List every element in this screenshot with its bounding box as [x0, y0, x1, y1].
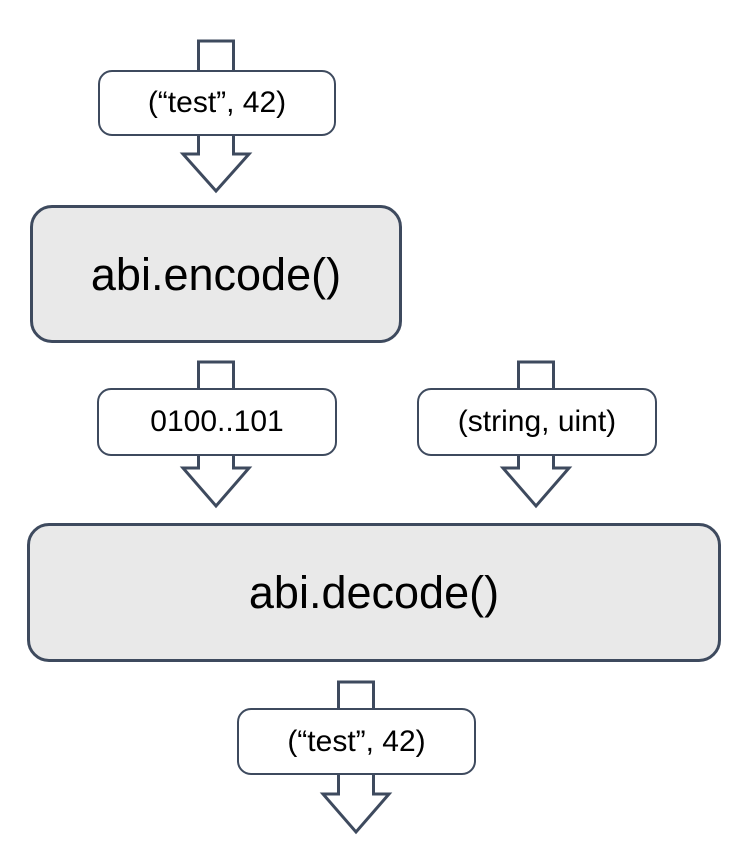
node-type-tuple-label: (string, uint): [457, 405, 617, 438]
node-output-tuple: (“test”, 42): [237, 708, 476, 775]
node-input-tuple-label: (“test”, 42): [147, 86, 287, 119]
node-output-tuple-label: (“test”, 42): [287, 724, 426, 758]
process-abi-encode: abi.encode(): [30, 205, 402, 343]
node-encoded-bytes: 0100..101: [97, 388, 337, 456]
node-input-tuple: (“test”, 42): [98, 70, 336, 136]
process-abi-encode-label: abi.encode(): [90, 248, 342, 300]
node-encoded-bytes-label: 0100..101: [150, 405, 284, 438]
process-abi-decode: abi.decode(): [27, 523, 721, 662]
node-type-tuple: (string, uint): [417, 388, 657, 456]
process-abi-decode-label: abi.decode(): [248, 567, 500, 618]
